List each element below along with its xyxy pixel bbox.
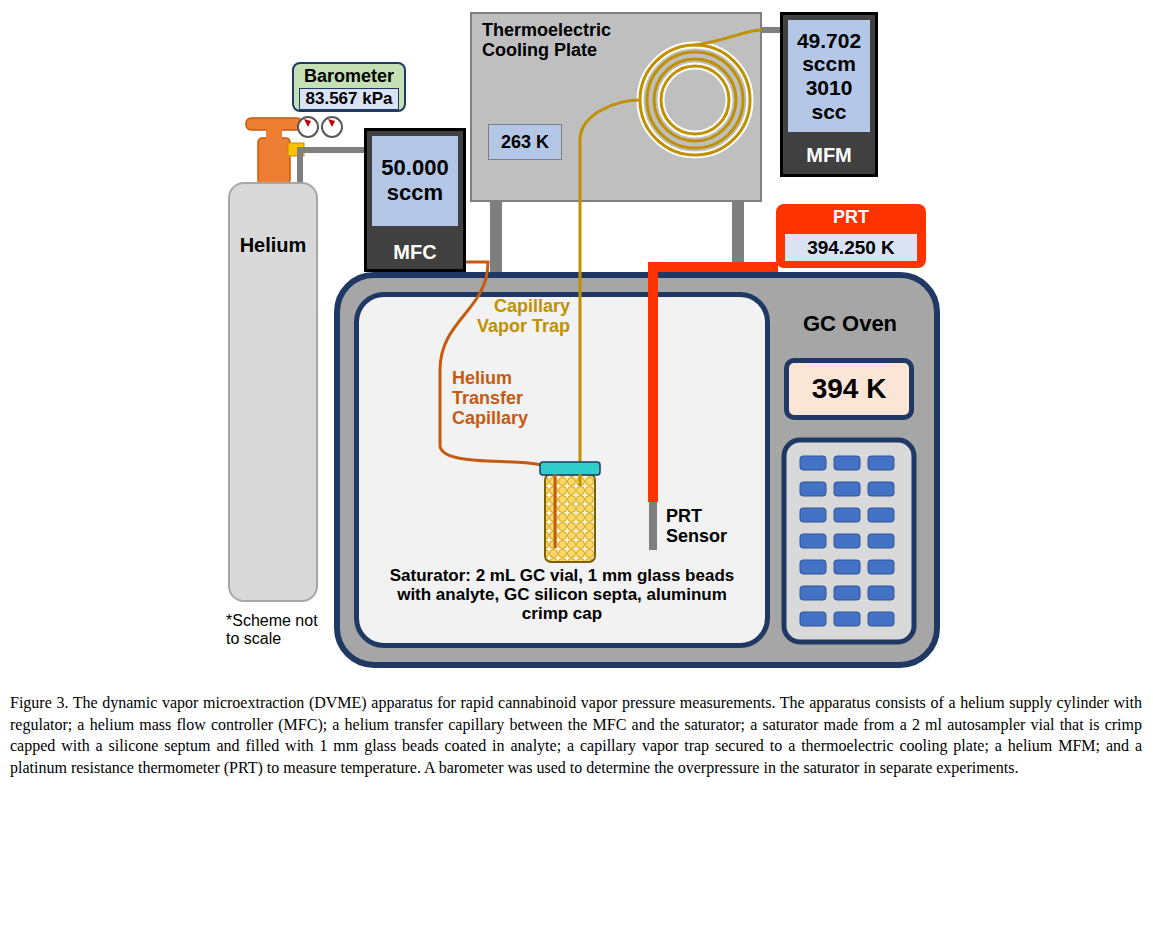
keypad-key xyxy=(834,508,860,522)
regulator-body xyxy=(258,138,290,184)
keypad-key xyxy=(800,508,826,522)
saturator-vial xyxy=(540,462,600,562)
node-text: 49.702 sccm xyxy=(790,29,868,76)
helium-cylinder: Helium xyxy=(228,182,318,602)
keypad-key xyxy=(800,534,826,548)
capillary-label: Helium Transfer Capillary xyxy=(452,368,548,428)
node-text: 394.250 K xyxy=(807,237,895,258)
mass-flow-controller: MFC 50.000 sccm xyxy=(364,128,466,272)
keypad-key xyxy=(800,560,826,574)
keypad-key xyxy=(868,508,894,522)
plate-leg xyxy=(490,200,502,276)
capillary-vapor-trap xyxy=(580,100,640,470)
keypad-key xyxy=(834,482,860,496)
keypad-key xyxy=(834,560,860,574)
keypad-key xyxy=(868,534,894,548)
keypad-key xyxy=(800,586,826,600)
node-text: MFC xyxy=(393,241,436,263)
keypad-key xyxy=(800,456,826,470)
prt-sensor xyxy=(648,262,778,550)
capillary-coil xyxy=(640,30,762,155)
keypad-key xyxy=(800,612,826,626)
node-text: 263 K xyxy=(501,132,549,152)
keypad-key xyxy=(868,482,894,496)
regulator-stem xyxy=(266,128,282,140)
barometer-box: Barometer 83.567 kPa xyxy=(292,62,406,112)
note-text: *Scheme not to scale xyxy=(226,612,330,648)
plate-temperature-readout: 263 K xyxy=(488,124,562,160)
node-text: PRT xyxy=(833,207,869,227)
node-text: 394 K xyxy=(812,373,887,404)
keypad-key xyxy=(800,482,826,496)
capillary-label: Capillary Vapor Trap xyxy=(470,296,570,336)
barometer-readout: 83.567 kPa xyxy=(299,88,399,110)
prt-readout: 394.250 K xyxy=(785,234,917,261)
node-text: Saturator: 2 mL GC vial, 1 mm glass bead… xyxy=(389,566,735,623)
node-text: Helium xyxy=(240,234,307,256)
prt-box: PRT 394.250 K xyxy=(776,204,926,268)
keypad-key xyxy=(868,612,894,626)
node-text: GC Oven xyxy=(786,312,914,337)
oven-keypad xyxy=(784,440,914,642)
node-text: MFM xyxy=(806,144,852,166)
keypad-key xyxy=(834,586,860,600)
mass-flow-meter: MFM 49.702 sccm3010 scc xyxy=(780,12,878,177)
keypad-key xyxy=(868,456,894,470)
node-text: 3010 scc xyxy=(790,76,868,123)
node-text: 83.567 kPa xyxy=(306,89,393,108)
keypad-key xyxy=(834,612,860,626)
keypad-key xyxy=(868,560,894,574)
keypad-key xyxy=(834,534,860,548)
helium-transfer-capillary xyxy=(440,262,555,474)
node-text: 50.000 sccm xyxy=(374,156,456,205)
oven-temperature-display: 394 K xyxy=(784,358,914,420)
keypad-key xyxy=(868,586,894,600)
keypad-key xyxy=(834,456,860,470)
figure-caption: Figure 3. The dynamic vapor microextract… xyxy=(10,692,1142,778)
node-text: Barometer xyxy=(304,66,394,86)
mfm-readout: 49.702 sccm3010 scc xyxy=(788,20,870,132)
pressure-gauge xyxy=(298,117,342,137)
sensor-label: PRT Sensor xyxy=(666,506,746,546)
mfc-readout: 50.000 sccm xyxy=(372,136,458,226)
node-text: Thermoelectric Cooling Plate xyxy=(482,20,682,60)
pipe-connector xyxy=(762,30,780,31)
pipe-connector xyxy=(300,150,364,182)
